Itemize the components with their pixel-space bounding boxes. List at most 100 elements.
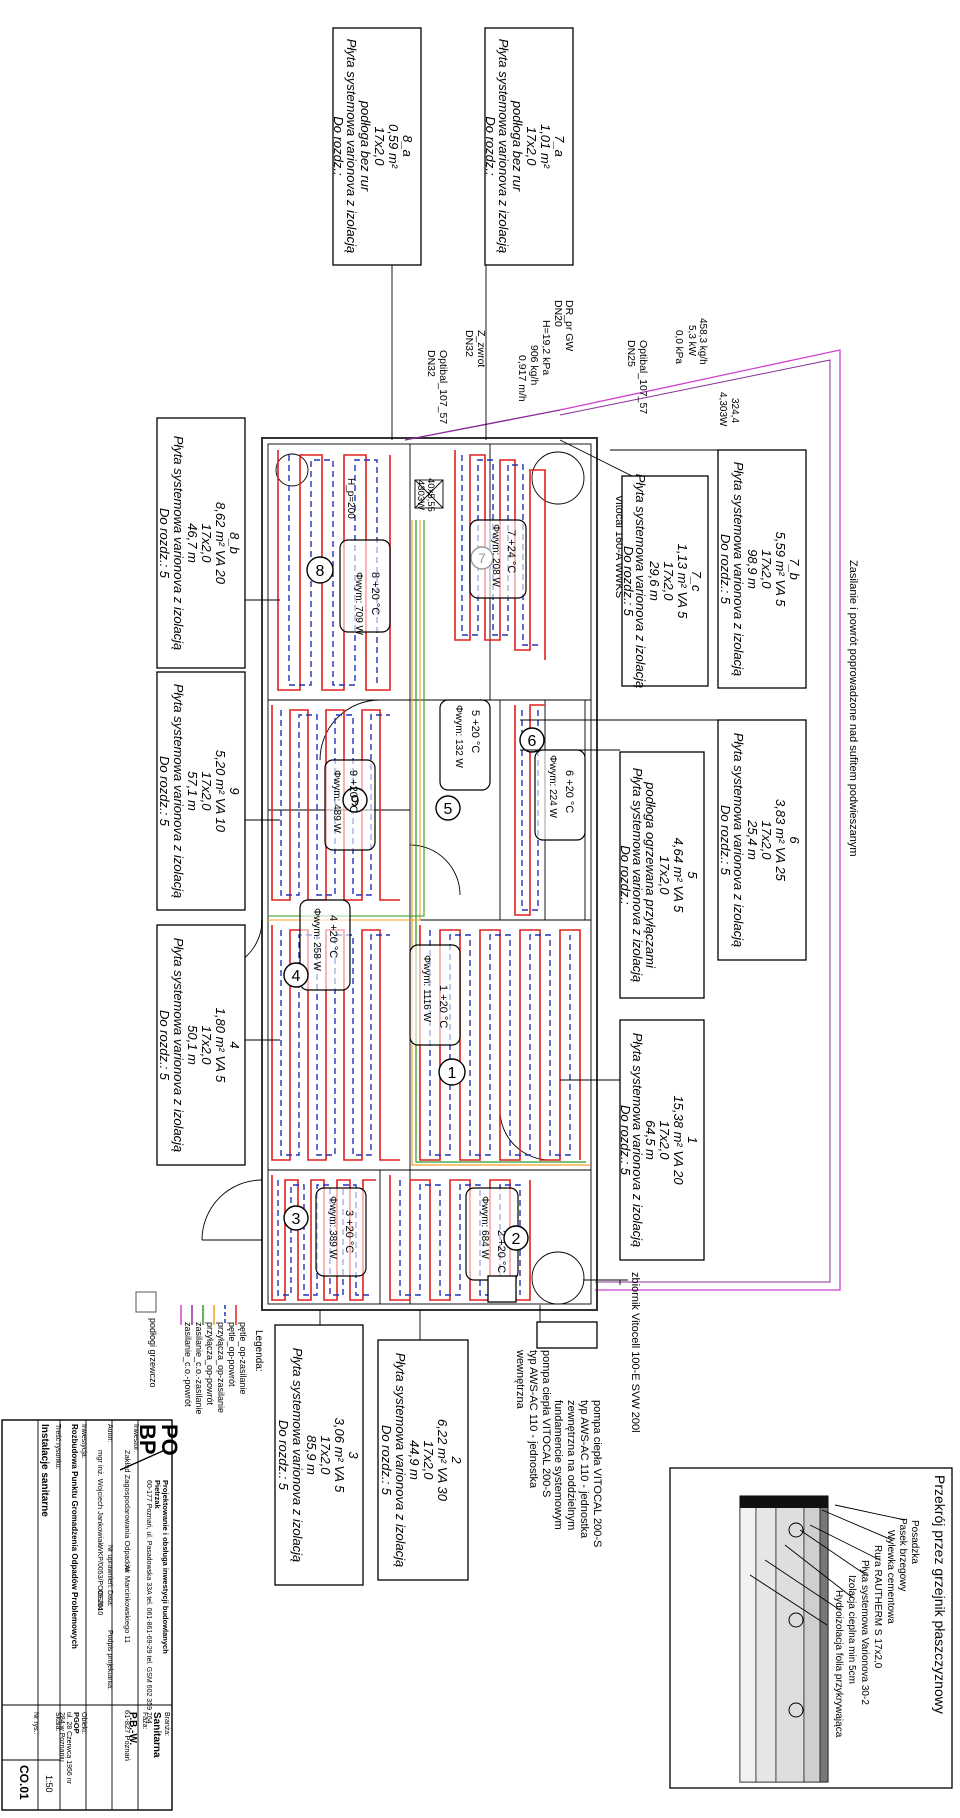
svg-text:podłoga bez rur: podłoga bez rur xyxy=(358,100,373,192)
legend-box-label: podłogi grzewczo xyxy=(148,1318,158,1388)
svg-text:5,3 kW: 5,3 kW xyxy=(686,325,697,357)
svg-text:Do rozdz.: 5: Do rozdz.: 5 xyxy=(157,756,172,827)
badge-8-num: 8 xyxy=(316,563,325,580)
svg-text:25,4 m: 25,4 m xyxy=(745,819,760,860)
svg-text:17x2,0: 17x2,0 xyxy=(199,1025,214,1065)
svg-text:Płyta systemowa varionova z iz: Płyta systemowa varionova z izolacją xyxy=(393,1353,408,1568)
badge-5-temp: 5 +20 °C xyxy=(469,710,481,753)
svg-text:17x2,0: 17x2,0 xyxy=(199,523,214,563)
svg-text:Płyta systemowa varionova z iz: Płyta systemowa varionova z izolacją xyxy=(731,733,746,948)
svg-text:Branża:: Branża: xyxy=(163,1712,170,1736)
room-info-7a: 7_a 1,01 m² 17x2,0 podłoga bez rur Płyta… xyxy=(483,27,574,266)
optibal-b-label: Optibal_107_57 DN25 xyxy=(625,340,649,414)
svg-text:Optibal_107_57: Optibal_107_57 xyxy=(437,350,449,424)
svg-text:Sanitarna: Sanitarna xyxy=(151,1712,162,1758)
svg-text:pętle_op-powrót: pętle_op-powrót xyxy=(227,1322,237,1387)
svg-text:P.B.-W.: P.B.-W. xyxy=(127,1712,138,1745)
svg-text:pompa ciepła VITOCAL 200-S: pompa ciepła VITOCAL 200-S xyxy=(591,1400,603,1547)
svg-text:6: 6 xyxy=(787,836,802,844)
svg-text:906 kg/h: 906 kg/h xyxy=(528,345,540,385)
svg-text:DN32: DN32 xyxy=(425,350,437,377)
svg-text:przyłącza_op-zasilanie: przyłącza_op-zasilanie xyxy=(216,1322,226,1413)
manifold-label: 40x5,55 4303W xyxy=(415,478,436,512)
svg-text:zewnętrzna na oddzielnym: zewnętrzna na oddzielnym xyxy=(565,1400,577,1530)
svg-text:1: 1 xyxy=(685,1136,700,1143)
svg-text:Data:: Data: xyxy=(106,1590,113,1607)
svg-text:Podpis projektanta:: Podpis projektanta: xyxy=(106,1630,113,1690)
svg-text:64,5 m: 64,5 m xyxy=(643,1120,658,1160)
room-badge-2: 2 2 +20 °C Φwym: 684 W xyxy=(465,1187,529,1281)
badge-1-power: Φwym: 1116 W xyxy=(421,955,432,1023)
svg-text:6,22 m² VA 30: 6,22 m² VA 30 xyxy=(435,1419,450,1502)
svg-text:Al. Marcinkowskiego 11: Al. Marcinkowskiego 11 xyxy=(123,1565,132,1643)
room-badge-5: 5 5 +20 °C Φwym: 132 W xyxy=(435,699,491,821)
room-info-3: 3 3,06 m² VA 5 17x2,0 85,9 m Płyta syste… xyxy=(274,1324,364,1586)
svg-text:Optibal_107_57: Optibal_107_57 xyxy=(637,340,649,414)
pipe-main-label: DR_pr GW DN20 H=19,2 kPa 906 kg/h 0,917 … xyxy=(516,300,575,402)
svg-text:Płyta systemowa varionova z iz: Płyta systemowa varionova z izolacją xyxy=(630,1033,645,1248)
svg-text:09.2010: 09.2010 xyxy=(96,1590,103,1615)
leader-lines xyxy=(245,265,738,1340)
svg-text:Instalacje sanitarne: Instalacje sanitarne xyxy=(39,1424,50,1517)
legend-item-3: przyłącza_op-powrót xyxy=(202,1305,215,1406)
room-info-7c: 7_c 1,13 m² VA 5 17x2,0 29,6 m Płyta sys… xyxy=(621,474,709,688)
svg-text:0,0 kPa: 0,0 kPa xyxy=(673,330,684,364)
company-logo: PO BP xyxy=(119,1424,182,1471)
svg-text:40x5,55: 40x5,55 xyxy=(425,478,436,512)
svg-text:Do rozdz.: 5: Do rozdz.: 5 xyxy=(276,1420,291,1491)
svg-text:PGOP: PGOP xyxy=(72,1712,81,1734)
svg-text:DR_pr GW: DR_pr GW xyxy=(563,300,575,351)
svg-text:PO: PO xyxy=(157,1424,182,1456)
svg-text:17x2,0: 17x2,0 xyxy=(199,771,214,811)
svg-text:44,9 m: 44,9 m xyxy=(407,1440,422,1480)
legend-title: Legenda: xyxy=(253,1330,264,1372)
svg-text:Płyta systemowa varionova z iz: Płyta systemowa varionova z izolacją xyxy=(630,768,645,983)
svg-text:Do rozdz.: 5: Do rozdz.: 5 xyxy=(157,1010,172,1081)
legend-item-5: zasilanie_c.o.-powrót xyxy=(180,1305,193,1407)
svg-text:284 w Poznaniu: 284 w Poznaniu xyxy=(58,1712,65,1762)
svg-text:8_a: 8_a xyxy=(400,135,415,157)
svg-text:1,13 m² VA 5: 1,13 m² VA 5 xyxy=(675,544,690,619)
svg-text:Faza:: Faza: xyxy=(141,1712,148,1730)
room-info-2: 2 6,22 m² VA 30 17x2,0 44,9 m Płyta syst… xyxy=(377,1339,469,1581)
svg-text:Do rozdz.: 5: Do rozdz.: 5 xyxy=(621,546,636,617)
section-layer-0: Posadzka xyxy=(909,1520,920,1564)
badge-8-power: Φwym: 709 W xyxy=(353,572,364,636)
hp-label: H_p=200 xyxy=(345,478,356,519)
room-badge-3: 3 3 +20 °C Φwym: 389 W xyxy=(283,1187,367,1277)
svg-text:Obiekt:: Obiekt: xyxy=(80,1712,87,1734)
svg-text:17x2,0: 17x2,0 xyxy=(657,855,672,895)
svg-text:7_b: 7_b xyxy=(787,558,802,580)
svg-text:Płyta systemowa varionova z iz: Płyta systemowa varionova z izolacją xyxy=(496,39,511,254)
room-badge-1: 1 1 +20 °C Φwym: 1116 W xyxy=(409,944,466,1086)
badge-6-temp: 6 +20 °C xyxy=(563,770,575,813)
legend: Legenda: pętle_op-zasilanie pętle_op-pow… xyxy=(135,1291,264,1415)
svg-text:17x2,0: 17x2,0 xyxy=(661,561,676,601)
supply-line-pink xyxy=(559,349,841,1291)
svg-text:Do rozdz.:: Do rozdz.: xyxy=(483,116,498,176)
svg-text:zasilanie_c.o.-powrót: zasilanie_c.o.-powrót xyxy=(183,1322,193,1407)
flow-label: 458,3 kg/h 5,3 kW 0,0 kPa xyxy=(673,318,708,365)
svg-text:Autor:: Autor: xyxy=(106,1424,113,1443)
room-badge-6: 6 6 +20 °C Φwym: 224 W xyxy=(519,727,586,841)
svg-text:2: 2 xyxy=(449,1455,464,1464)
svg-text:17x2,0: 17x2,0 xyxy=(759,549,774,589)
svg-text:17x2,0: 17x2,0 xyxy=(421,1440,436,1480)
svg-text:3,06 m² VA 5: 3,06 m² VA 5 xyxy=(332,1418,347,1493)
svg-text:BP: BP xyxy=(135,1424,160,1455)
section-layer-3: Rura RAUTHERM S 17x2,0 xyxy=(872,1545,883,1669)
svg-text:Do rozdz.: 5: Do rozdz.: 5 xyxy=(157,508,172,579)
badge-4-num: 4 xyxy=(292,968,301,985)
svg-text:50,1 m: 50,1 m xyxy=(185,1025,200,1065)
svg-text:Inwestor:: Inwestor: xyxy=(132,1424,139,1452)
section-detail: Przekrój przez grzejnik płaszczyznowy Po… xyxy=(669,1467,953,1789)
room-info-6: 6 3,83 m² VA 25 17x2,0 25,4 m Płyta syst… xyxy=(717,719,807,961)
svg-text:46,7 m: 46,7 m xyxy=(185,523,200,563)
svg-text:4: 4 xyxy=(227,1041,242,1048)
svg-text:podłoga bez rur: podłoga bez rur xyxy=(510,100,525,192)
section-layer-1: Pasek brzegowy xyxy=(897,1518,908,1591)
room-badge-7: 7 7 +24 °C Φwym: 208 W xyxy=(469,519,527,599)
room-info-4: 4 1,80 m² VA 5 17x2,0 50,1 m Płyta syste… xyxy=(156,924,246,1166)
